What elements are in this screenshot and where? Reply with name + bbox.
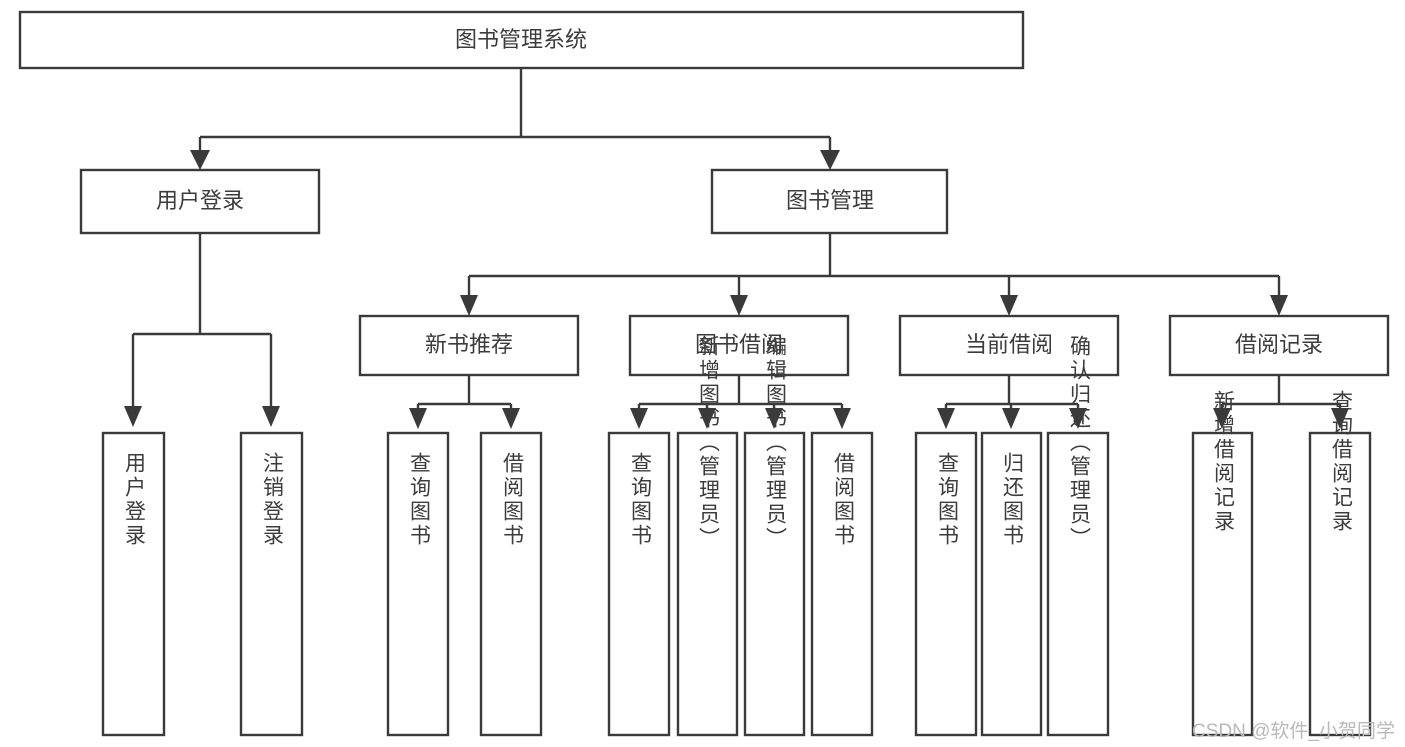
node-root-box[interactable] <box>18 10 1025 70</box>
node-leaf-user-login-label: 用户登录 <box>122 452 146 548</box>
node-leaf-query-book-3-label: 查询图书 <box>935 452 959 548</box>
node-user-login[interactable]: 用户登录 <box>79 168 321 235</box>
arrow-leaf-add-book <box>698 408 716 429</box>
connector-layer <box>124 68 1349 429</box>
node-book-manage-box[interactable] <box>710 168 949 235</box>
node-leaf-query-book-1[interactable]: 查询图书 <box>386 431 450 737</box>
node-leaf-query-book-2-box[interactable] <box>607 431 671 737</box>
node-current-borrow-box[interactable] <box>898 314 1120 377</box>
node-leaf-borrow-book-2-box[interactable] <box>810 431 874 737</box>
arrow-leaf-query-book-3 <box>937 408 955 429</box>
arrow-leaf-borrow-book-2 <box>833 408 851 429</box>
node-leaf-borrow-book-1[interactable]: 借阅图书 <box>479 431 543 737</box>
arrow-to-book-manage <box>820 150 840 170</box>
node-new-book-rec[interactable]: 新书推荐 <box>358 314 580 377</box>
node-leaf-query-record-label: 查询借阅记录 <box>1329 390 1353 534</box>
node-book-manage-label: 图书管理 <box>786 188 874 213</box>
node-leaf-return-book[interactable]: 归还图书 <box>980 431 1043 737</box>
node-leaf-return-book-box[interactable] <box>980 431 1043 737</box>
arrow-to-current-borrow <box>1000 295 1018 316</box>
arrow-leaf-borrow-book-1 <box>502 408 520 429</box>
node-leaf-query-book-3[interactable]: 查询图书 <box>914 431 978 737</box>
node-leaf-confirm-return-label: 确认归还（管理员） <box>1067 335 1091 551</box>
node-leaf-borrow-book-1-label: 借阅图书 <box>500 452 524 548</box>
node-leaf-query-record[interactable]: 查询借阅记录 <box>1308 390 1372 737</box>
node-leaf-borrow-book-1-box[interactable] <box>479 431 543 737</box>
arrow-leaf-return-book <box>1002 408 1020 429</box>
arrow-leaf-add-record <box>1213 408 1231 429</box>
node-leaf-add-record-box[interactable] <box>1191 431 1254 737</box>
arrow-to-book-borrow <box>730 295 748 316</box>
node-leaf-logout-box[interactable] <box>239 431 304 737</box>
node-leaf-add-book-box[interactable] <box>676 431 739 737</box>
node-borrow-record-label: 借阅记录 <box>1235 332 1323 357</box>
node-leaf-borrow-book-2-label: 借阅图书 <box>831 452 855 548</box>
node-current-borrow-label: 当前借阅 <box>965 332 1053 357</box>
node-leaf-query-book-2-label: 查询图书 <box>628 452 652 548</box>
arrow-leaf-confirm-return <box>1069 408 1087 429</box>
node-leaf-query-book-2[interactable]: 查询图书 <box>607 431 671 737</box>
node-leaf-add-record-label: 新增借阅记录 <box>1211 390 1235 534</box>
node-root-label: 图书管理系统 <box>455 27 587 52</box>
node-leaf-edit-book-label: 编辑图书（管理员） <box>763 335 787 551</box>
node-leaf-confirm-return[interactable]: 确认归还（管理员） <box>1046 335 1110 737</box>
node-leaf-return-book-label: 归还图书 <box>1000 452 1024 548</box>
arrow-leaf-query-book-2 <box>630 408 648 429</box>
arrow-leaf-query-record <box>1331 408 1349 429</box>
watermark-text: CSDN @软件_小贺同学 <box>1192 721 1395 742</box>
node-leaf-borrow-book-2[interactable]: 借阅图书 <box>810 431 874 737</box>
node-leaf-user-login-box[interactable] <box>101 431 166 737</box>
arrow-to-user-login <box>190 150 210 170</box>
node-borrow-record-box[interactable] <box>1168 314 1390 377</box>
node-user-login-box[interactable] <box>79 168 321 235</box>
node-leaf-add-book[interactable]: 新增图书（管理员） <box>676 335 739 737</box>
arrow-to-borrow-record <box>1270 295 1288 316</box>
node-book-manage[interactable]: 图书管理 <box>710 168 949 235</box>
node-current-borrow[interactable]: 当前借阅 <box>898 314 1120 377</box>
arrow-to-new-book-rec <box>460 295 478 316</box>
node-book-borrow[interactable]: 图书借阅 <box>628 314 850 377</box>
node-new-book-rec-label: 新书推荐 <box>425 332 513 357</box>
node-leaf-query-book-1-box[interactable] <box>386 431 450 737</box>
node-book-borrow-label: 图书借阅 <box>695 332 783 357</box>
node-leaf-add-record[interactable]: 新增借阅记录 <box>1191 390 1254 737</box>
arrow-leaf-edit-book <box>765 408 783 429</box>
node-borrow-record[interactable]: 借阅记录 <box>1168 314 1390 377</box>
node-leaf-logout[interactable]: 注销登录 <box>239 431 304 737</box>
node-leaf-edit-book-box[interactable] <box>743 431 806 737</box>
node-leaf-query-book-1-label: 查询图书 <box>407 452 431 548</box>
node-leaf-query-record-box[interactable] <box>1308 431 1372 737</box>
node-leaf-logout-label: 注销登录 <box>260 452 284 548</box>
node-book-borrow-box[interactable] <box>628 314 850 377</box>
arrow-leaf-logout <box>262 406 280 427</box>
arrow-leaf-query-book-1 <box>409 408 427 429</box>
node-new-book-rec-box[interactable] <box>358 314 580 377</box>
node-root[interactable]: 图书管理系统 <box>18 10 1025 70</box>
node-leaf-edit-book[interactable]: 编辑图书（管理员） <box>743 335 806 737</box>
node-leaf-query-book-3-box[interactable] <box>914 431 978 737</box>
node-leaf-user-login[interactable]: 用户登录 <box>101 431 166 737</box>
node-leaf-confirm-return-box[interactable] <box>1046 431 1110 737</box>
node-leaf-add-book-label: 新增图书（管理员） <box>696 335 720 551</box>
node-user-login-label: 用户登录 <box>156 188 244 213</box>
arrow-leaf-user-login <box>124 406 142 427</box>
